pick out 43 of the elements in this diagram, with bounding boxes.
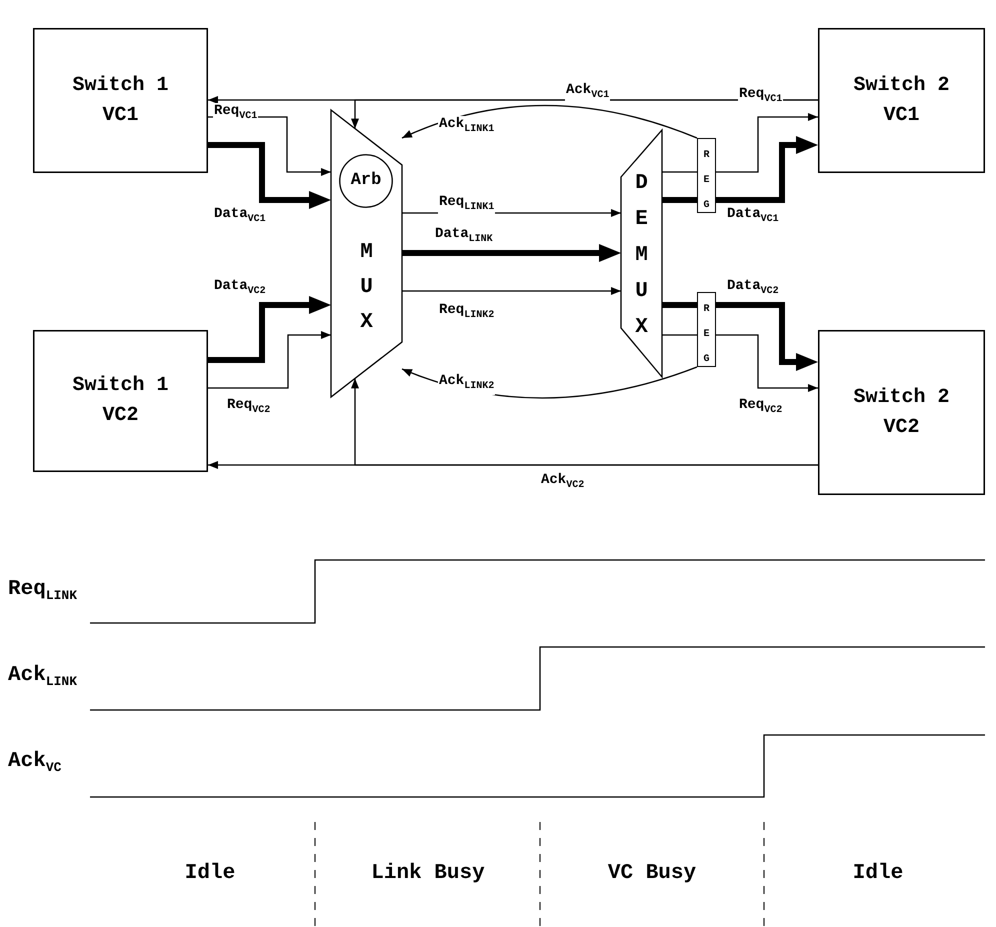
demux-label: D E M U X bbox=[634, 171, 649, 341]
signal-arrow bbox=[716, 113, 818, 173]
data-bus-arrow bbox=[716, 302, 818, 371]
register-box bbox=[697, 138, 716, 213]
data-bus-arrow bbox=[716, 136, 818, 203]
phase-label: VC Busy bbox=[606, 861, 698, 887]
switch-label: Switch 1 VC1 bbox=[71, 72, 170, 128]
register-label: R E G bbox=[702, 149, 710, 213]
demultiplexer-block bbox=[621, 130, 662, 377]
phase-label: Idle bbox=[852, 861, 904, 887]
signal-line bbox=[662, 171, 697, 173]
signal-name: Ack$_{VC}$ bbox=[8, 750, 62, 778]
phase-label: Idle bbox=[184, 861, 236, 887]
switch-box bbox=[818, 28, 985, 173]
signal-arrow bbox=[208, 331, 331, 389]
signal-line bbox=[662, 334, 697, 336]
data-bus-arrow bbox=[208, 142, 331, 209]
signal-name: Ack$_{LINK}$ bbox=[8, 664, 78, 692]
signal-arrow bbox=[402, 104, 698, 139]
arbiter-label: Arb bbox=[350, 171, 382, 191]
register-label: R E G bbox=[702, 303, 710, 367]
switch-box bbox=[818, 330, 985, 495]
data-bus-arrow bbox=[402, 244, 621, 262]
arbiter-circle bbox=[339, 154, 393, 208]
register-box bbox=[697, 292, 716, 367]
signal-name: Req$_{LINK}$ bbox=[8, 578, 78, 606]
switch-label: Switch 2 VC1 bbox=[852, 72, 950, 128]
mux-label: M U X bbox=[359, 240, 374, 336]
data-bus-line bbox=[662, 197, 697, 203]
switch-box bbox=[33, 330, 208, 472]
switch-label: Switch 1 VC2 bbox=[71, 373, 170, 429]
edge-label: Ack$_{VC1}$ bbox=[565, 82, 610, 104]
edge-label: Req$_{LINK1}$ bbox=[438, 194, 496, 216]
switch-label: Switch 2 VC2 bbox=[852, 384, 950, 440]
multiplexer-block bbox=[331, 110, 402, 397]
signal-arrow bbox=[351, 378, 818, 466]
phase-label: Link Busy bbox=[370, 861, 486, 887]
edge-label: Ack$_{LINK2}$ bbox=[438, 373, 496, 395]
data-bus-arrow bbox=[208, 296, 331, 363]
signal-arrow bbox=[716, 334, 818, 392]
data-bus-line bbox=[662, 302, 697, 308]
switch-box bbox=[33, 28, 208, 173]
signal-arrow bbox=[402, 287, 621, 295]
